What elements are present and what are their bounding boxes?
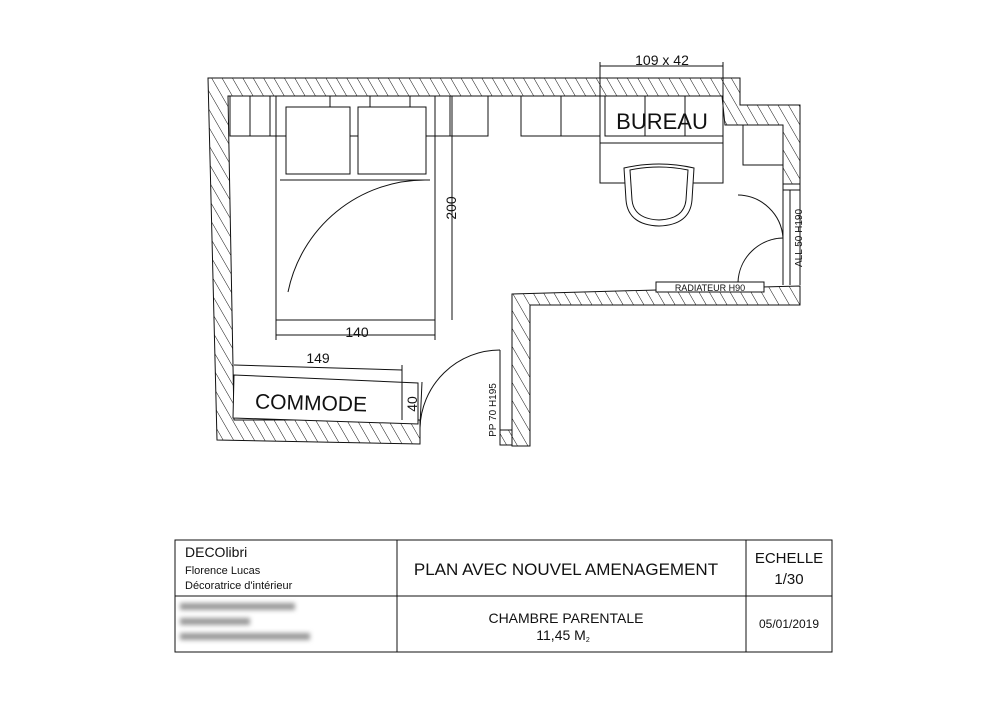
window-label: ALL 50 H190 (794, 209, 805, 267)
commode-label: COMMODE (255, 391, 368, 417)
commode (232, 364, 423, 427)
window (737, 184, 801, 285)
bureau-label: BUREAU (616, 109, 708, 134)
radiator-label: RADIATEUR H90 (675, 283, 745, 293)
commode-depth-label: 40 (404, 396, 420, 412)
radiator (655, 281, 765, 293)
room-name: CHAMBRE PARENTALE (488, 610, 643, 626)
bed-width-label: 140 (345, 324, 369, 340)
designer-role: Décoratrice d'intérieur (185, 580, 293, 592)
plan-date: 05/01/2019 (759, 617, 819, 631)
bed-length-label: 200 (443, 196, 459, 220)
company-name: DECOlibri (185, 544, 247, 560)
desk (599, 62, 724, 184)
door-label: PP 70 H195 (488, 383, 499, 437)
wall-lower-right (511, 285, 801, 447)
room-area: 11,45 M2 (536, 627, 590, 644)
commode-width-label: 149 (306, 350, 330, 366)
scale-label: ECHELLE (755, 550, 823, 567)
redacted-address (180, 603, 310, 640)
bed (275, 95, 453, 340)
title-block (174, 539, 833, 653)
desk-chair (623, 163, 695, 227)
plan-title: PLAN AVEC NOUVEL AMENAGEMENT (414, 560, 718, 579)
designer-name: Florence Lucas (185, 565, 261, 577)
scale-value: 1/30 (774, 571, 803, 588)
wall-main (207, 77, 801, 445)
bureau-dimension: 109 x 42 (635, 52, 689, 68)
door-jamb (499, 429, 513, 446)
entry-door (419, 349, 501, 430)
